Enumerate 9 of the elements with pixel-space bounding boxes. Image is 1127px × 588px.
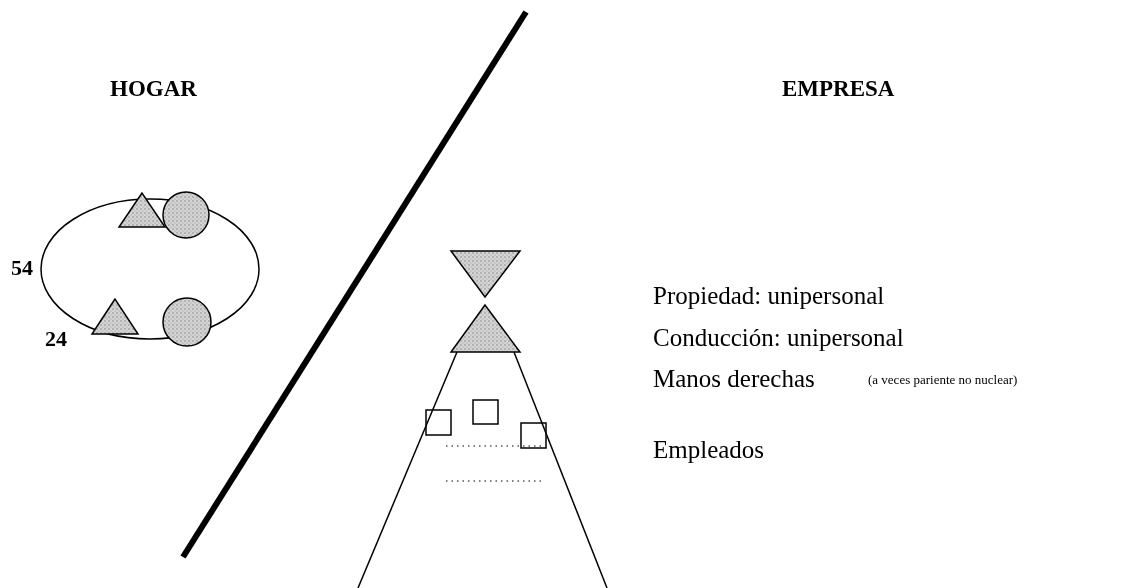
section-heading: HOGAR xyxy=(110,76,197,102)
role-text: Propiedad: unipersonal xyxy=(653,282,885,310)
section-heading: EMPRESA xyxy=(782,76,895,102)
role-text: Conducción: unipersonal xyxy=(653,324,904,352)
role-text: Empleados xyxy=(653,436,765,464)
age-number: 24 xyxy=(45,327,67,352)
note-text: (a veces pariente no nuclear) xyxy=(868,373,1018,388)
role-text: Manos derechas xyxy=(653,365,815,393)
age-number: 54 xyxy=(11,256,33,281)
